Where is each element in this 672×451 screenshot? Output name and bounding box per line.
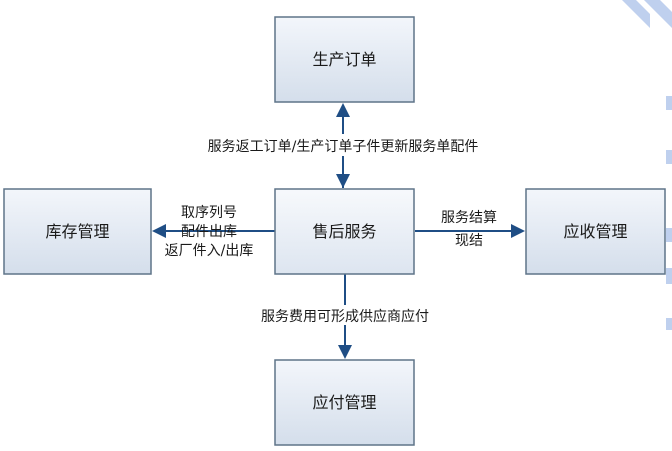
node-production-order: 生产订单 [274,16,415,103]
node-inventory: 库存管理 [3,188,152,275]
node-receivables: 应收管理 [525,188,666,275]
arrow-left-to-inventory [152,224,275,238]
edge-label-right-line-1: 服务结算 [441,210,497,226]
node-payables: 应付管理 [274,359,415,446]
edge-label-right: 服务结算 现结 [441,210,497,249]
edge-label-right-line-2: 现结 [455,233,483,249]
node-after-sales: 售后服务 [274,188,415,275]
node-after-sales-label: 售后服务 [312,222,376,241]
edge-label-top: 服务返工订单/生产订单子件更新服务单配件 [168,134,518,156]
node-inventory-label: 库存管理 [45,222,109,241]
node-production-order-label: 生产订单 [312,50,376,69]
edge-label-bottom-text: 服务费用可形成供应商应付 [261,308,429,325]
node-receivables-label: 应收管理 [563,222,627,241]
edge-label-left-line-3: 返厂件入/出库 [165,243,254,259]
edge-label-left-line-2: 配件出库 [181,224,237,240]
edge-label-left: 取序列号 配件出库 返厂件入/出库 [165,205,254,259]
edge-label-top-text: 服务返工订单/生产订单子件更新服务单配件 [208,139,479,155]
node-payables-label: 应付管理 [312,393,376,412]
edge-label-bottom: 服务费用可形成供应商应付 [246,305,442,325]
edge-decoration [622,0,672,330]
arrow-right-to-receivables [415,224,525,238]
edge-label-left-line-1: 取序列号 [181,205,237,221]
